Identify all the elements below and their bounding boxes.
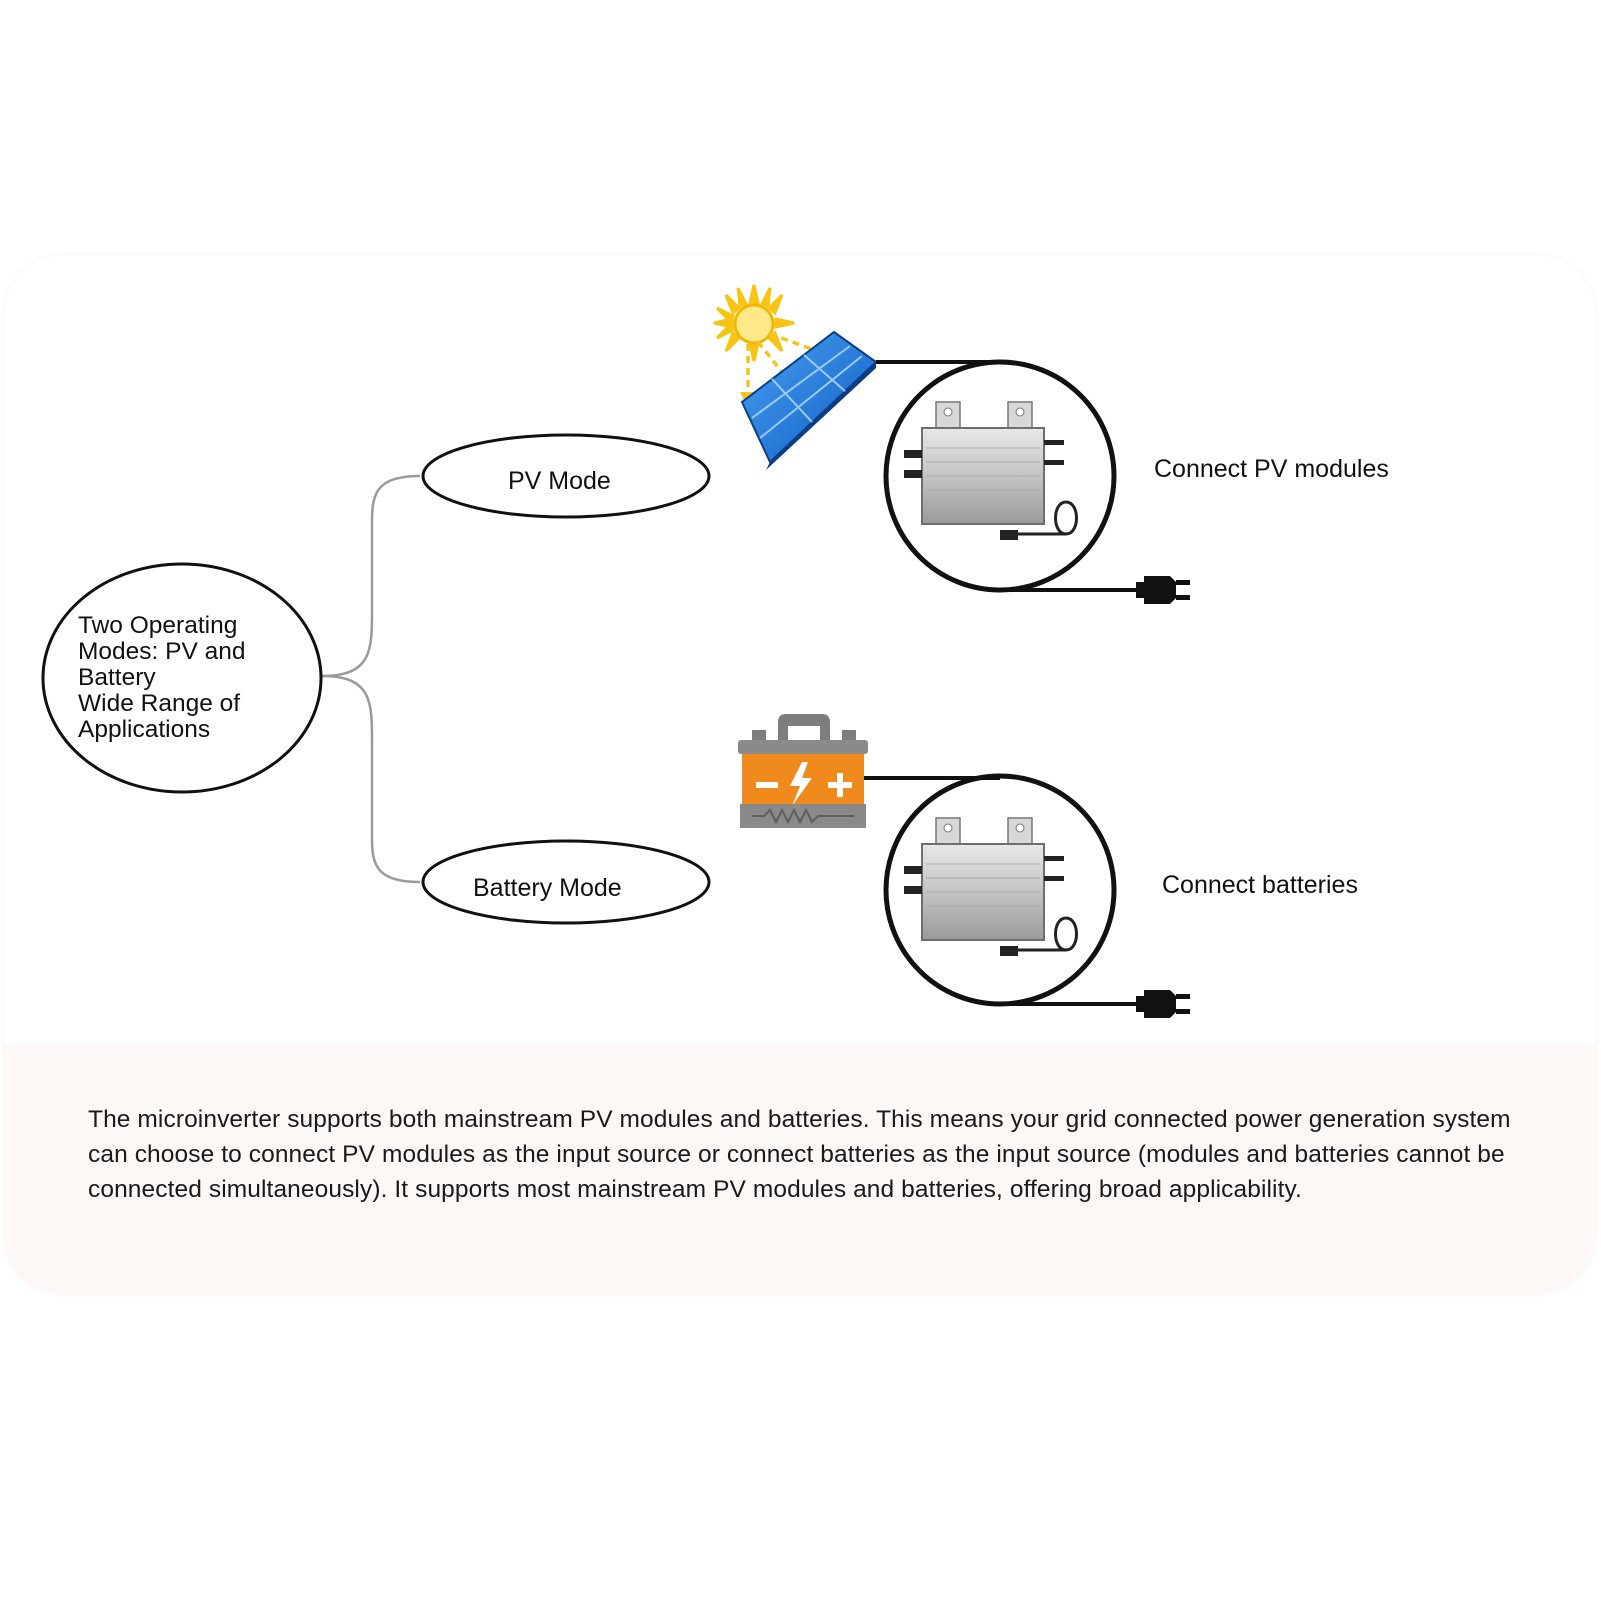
battery-plug-icon	[1136, 990, 1190, 1018]
root-line: Applications	[78, 716, 211, 743]
root-line: Wide Range of	[78, 690, 241, 717]
description-band	[4, 1045, 1596, 1295]
root-line: Modes: PV and	[78, 638, 246, 665]
connect-pv-label: Connect PV modules	[1154, 455, 1389, 483]
pv-plug-icon	[1136, 576, 1190, 604]
description-text: The microinverter supports both mainstre…	[88, 1106, 1511, 1203]
root-line: Two Operating	[78, 612, 238, 639]
connector-battery	[321, 674, 421, 884]
root-line: Battery	[78, 664, 156, 691]
sun-icon	[713, 284, 795, 362]
battery-group	[738, 714, 1190, 1018]
pv-mode-node	[421, 433, 711, 519]
pv-inverter-icon	[904, 401, 1078, 540]
connector-pv	[321, 474, 421, 678]
root-node-text: Two Operating Modes: PV and Battery Wide…	[78, 613, 298, 743]
battery-mode-label: Battery Mode	[473, 874, 622, 902]
battery-mode-node	[421, 839, 711, 925]
battery-inverter-icon	[904, 817, 1078, 956]
solar-panel-icon	[740, 330, 878, 470]
pv-mode-label: PV Mode	[508, 467, 611, 495]
pv-group	[713, 284, 1190, 604]
root-node	[41, 562, 323, 794]
battery-icon	[738, 714, 868, 828]
connect-batteries-label: Connect batteries	[1162, 871, 1358, 899]
